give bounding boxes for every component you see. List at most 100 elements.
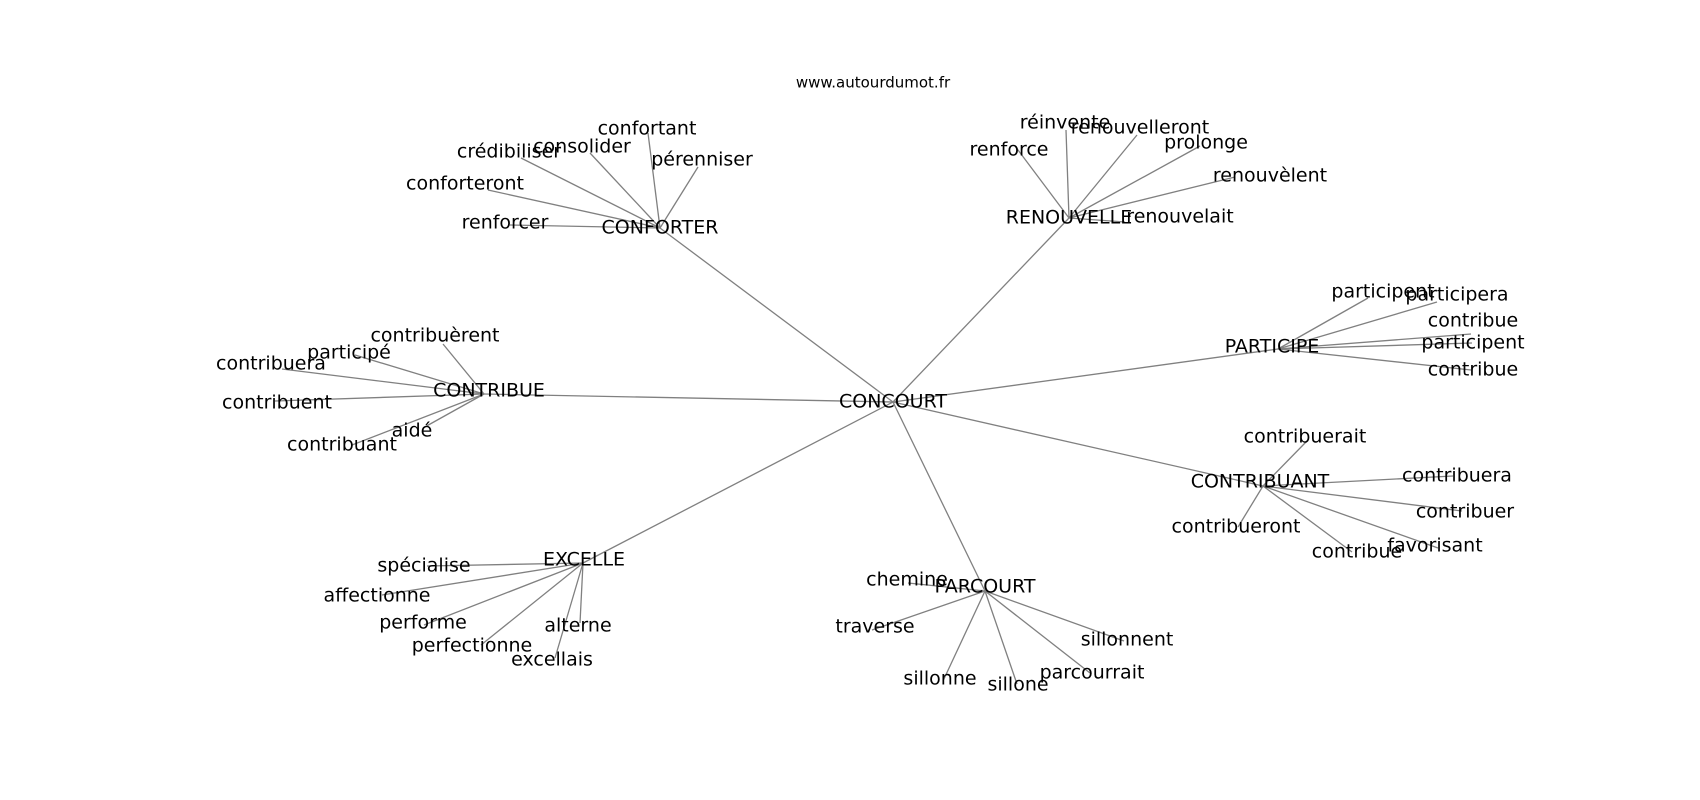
leaf-node[interactable]: sillone xyxy=(987,674,1048,696)
edge-renouv-0 xyxy=(1065,129,1070,219)
leaf-node[interactable]: favorisant xyxy=(1387,535,1482,557)
leaf-node[interactable]: confortant xyxy=(598,118,697,140)
leaf-node[interactable]: consolider xyxy=(533,136,631,158)
edge-parcourt-2 xyxy=(942,590,986,682)
leaf-node[interactable]: contribue xyxy=(1312,541,1402,563)
site-url[interactable]: www.autourdumot.fr xyxy=(796,74,951,92)
leaf-node[interactable]: contribuant xyxy=(287,434,397,456)
edge-root-excelle xyxy=(582,401,894,564)
hub-node-particip[interactable]: PARTICIPE xyxy=(1225,336,1320,358)
hub-node-contribuant[interactable]: CONTRIBUANT xyxy=(1191,471,1330,493)
edge-contribue-2 xyxy=(281,368,485,395)
leaf-node[interactable]: réinvente xyxy=(1020,112,1111,134)
edge-parcourt-0 xyxy=(907,582,986,592)
leaf-node[interactable]: contribueront xyxy=(1172,516,1301,538)
edge-confort-0 xyxy=(647,132,661,229)
leaf-node[interactable]: renouvèlent xyxy=(1213,165,1327,187)
edge-parcourt-5 xyxy=(984,590,1125,642)
leaf-node[interactable]: performe xyxy=(379,612,467,634)
leaf-node[interactable]: contribuent xyxy=(222,392,332,414)
edge-contribuant-5 xyxy=(1237,485,1264,528)
leaf-node[interactable]: conforteront xyxy=(406,173,524,195)
edge-renouv-4 xyxy=(1068,176,1236,219)
graph-edges xyxy=(274,129,1473,685)
edge-renouv-5 xyxy=(1068,217,1126,223)
leaf-node[interactable]: perfectionne xyxy=(412,635,533,657)
leaf-node[interactable]: contribuera xyxy=(216,353,326,375)
edge-root-parcourt xyxy=(892,401,986,592)
edge-confort-2 xyxy=(520,157,661,229)
leaf-node[interactable]: crédibiliser xyxy=(457,141,561,163)
leaf-node[interactable]: participent xyxy=(1331,281,1434,303)
leaf-node[interactable]: pérenniser xyxy=(651,149,753,171)
edge-confort-3 xyxy=(487,189,661,229)
leaf-node[interactable]: alterne xyxy=(544,615,611,637)
leaf-node[interactable]: renouvelleront xyxy=(1071,117,1209,139)
root-node[interactable]: CONCOURT xyxy=(839,391,947,413)
leaf-node[interactable]: participera xyxy=(1405,284,1508,306)
leaf-node[interactable]: contribuèrent xyxy=(370,325,499,347)
leaf-node[interactable]: parcourrait xyxy=(1040,662,1145,684)
leaf-node[interactable]: chemine xyxy=(866,569,948,591)
leaf-node[interactable]: contribue xyxy=(1428,310,1518,332)
graph-labels: www.autourdumot.fr CONCOURT CONFORTER conf… xyxy=(216,74,1525,696)
edge-root-confort xyxy=(659,227,894,403)
edge-contribuant-0 xyxy=(1262,441,1307,487)
edge-renouv-3 xyxy=(1068,145,1201,219)
leaf-node[interactable]: renforcer xyxy=(462,212,549,234)
leaf-node[interactable]: excellais xyxy=(511,649,593,671)
edge-confort-4 xyxy=(509,224,661,229)
edge-contribue-3 xyxy=(274,393,485,402)
edge-parcourt-1 xyxy=(871,590,986,631)
edge-contribue-1 xyxy=(354,354,485,395)
edge-contribue-5 xyxy=(351,393,485,446)
edge-excelle-1 xyxy=(381,562,584,596)
edge-confort-1 xyxy=(589,152,661,229)
edge-excelle-2 xyxy=(423,562,584,626)
edge-root-contribuant xyxy=(892,401,1264,487)
leaf-node[interactable]: participent xyxy=(1421,332,1524,354)
edge-excelle-0 xyxy=(426,562,584,567)
edge-renouv-1 xyxy=(1068,134,1138,219)
edge-contribue-0 xyxy=(442,343,485,395)
edge-particip-1 xyxy=(1277,301,1438,350)
hub-node-excelle[interactable]: EXCELLE xyxy=(543,549,625,571)
edge-excelle-5 xyxy=(554,562,584,659)
edge-excelle-3 xyxy=(480,562,584,646)
leaf-node[interactable]: contribuer xyxy=(1416,501,1514,523)
edge-particip-3 xyxy=(1277,342,1473,350)
leaf-node[interactable]: affectionne xyxy=(324,585,431,607)
edge-particip-0 xyxy=(1277,297,1369,350)
edge-parcourt-3 xyxy=(984,590,1018,685)
leaf-node[interactable]: contribuerait xyxy=(1244,426,1367,448)
edge-parcourt-4 xyxy=(984,590,1091,674)
hub-node-parcourt[interactable]: PARCOURT xyxy=(934,576,1035,598)
leaf-node[interactable]: participé xyxy=(307,342,391,364)
edge-contribuant-1 xyxy=(1262,475,1454,487)
edge-root-renouv xyxy=(892,217,1070,403)
edge-particip-2 xyxy=(1277,333,1472,350)
edge-root-particip xyxy=(892,348,1279,403)
edge-particip-4 xyxy=(1277,348,1472,371)
edge-excelle-4 xyxy=(579,562,584,624)
leaf-node[interactable]: spécialise xyxy=(377,555,470,577)
leaf-node[interactable]: renforce xyxy=(970,139,1049,161)
leaf-node[interactable]: prolonge xyxy=(1164,132,1248,154)
leaf-node[interactable]: aidé xyxy=(392,420,433,442)
hub-node-renouv[interactable]: RENOUVELLE xyxy=(1006,207,1132,229)
edge-renouv-2 xyxy=(1014,145,1070,219)
edge-contribuant-3 xyxy=(1262,485,1439,549)
leaf-node[interactable]: renouvelait xyxy=(1126,206,1233,228)
leaf-node[interactable]: sillonnent xyxy=(1081,629,1174,651)
leaf-node[interactable]: contribue xyxy=(1428,359,1518,381)
edge-root-contribue xyxy=(483,393,894,403)
leaf-node[interactable]: sillonne xyxy=(903,668,976,690)
leaf-node[interactable]: contribuera xyxy=(1402,465,1512,487)
hub-node-confort[interactable]: CONFORTER xyxy=(602,217,719,239)
hub-node-contribue[interactable]: CONTRIBUE xyxy=(433,380,545,402)
leaf-node[interactable]: traverse xyxy=(835,616,914,638)
edge-contribuant-4 xyxy=(1262,485,1353,553)
edge-confort-5 xyxy=(659,166,699,229)
edge-contribue-4 xyxy=(422,393,485,429)
